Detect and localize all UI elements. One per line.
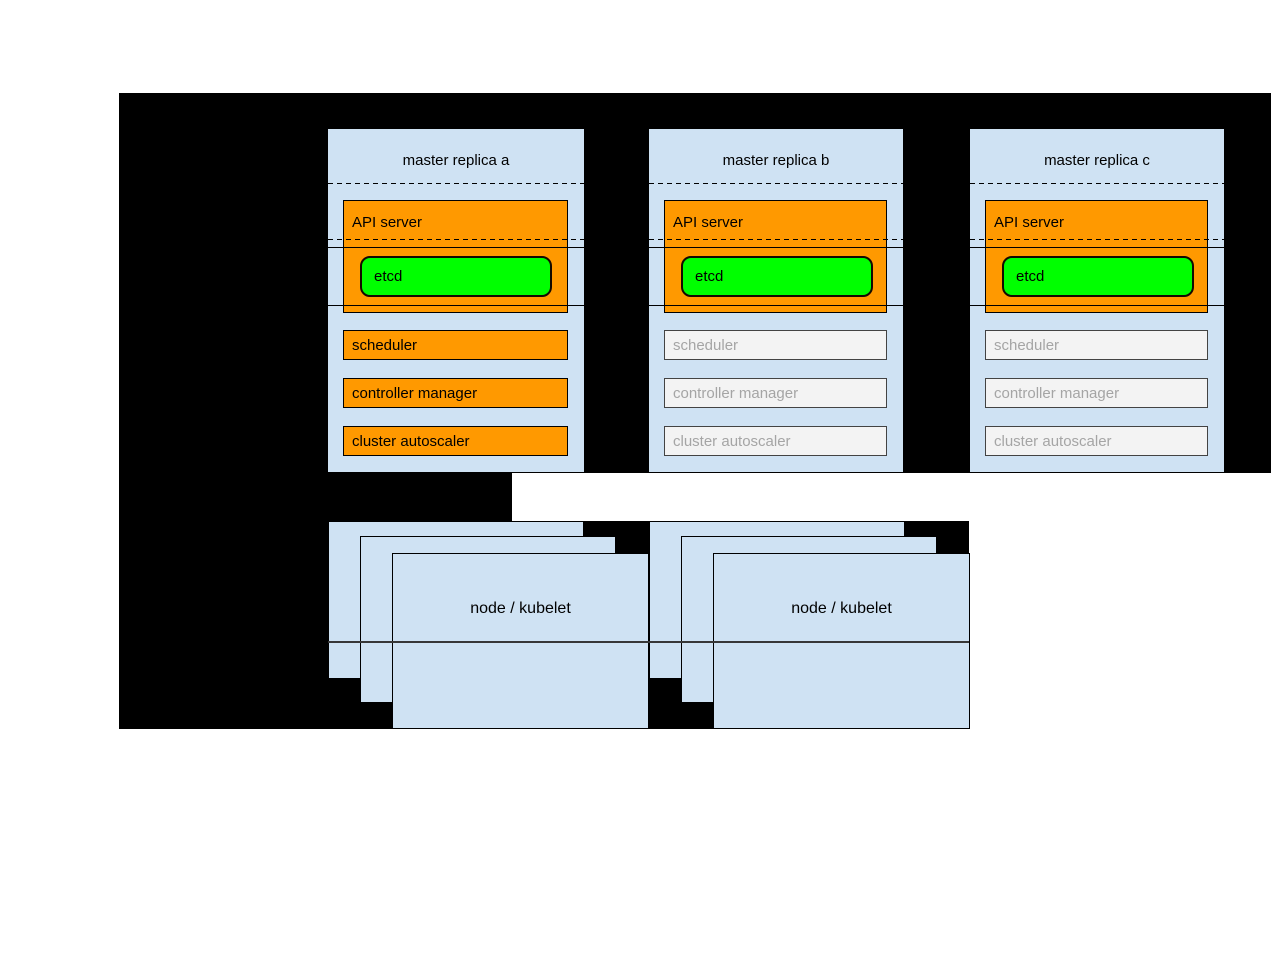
controller-manager-label: controller manager [994,384,1120,402]
controller-manager-box: controller manager [664,378,887,408]
separator-dashed-line [970,239,1224,240]
cluster-autoscaler-label: cluster autoscaler [994,432,1112,450]
scheduler-label: scheduler [673,336,739,354]
cluster-autoscaler-box: cluster autoscaler [985,426,1208,456]
node-stack-2: node / kubelet [649,521,971,730]
scheduler-label: scheduler [352,336,418,354]
master-replica-a-panel: master replica a API server etcd schedul… [328,129,584,472]
etcd-band-top-line [649,247,903,248]
node-label: node / kubelet [470,600,571,617]
etcd-label: etcd [1016,268,1045,285]
etcd-band-top-line [970,247,1224,248]
etcd-band-bottom-line [649,305,903,306]
etcd-box: etcd [1002,256,1194,297]
api-server-label: API server [994,214,1065,231]
controller-manager-label: controller manager [673,384,799,402]
master-title: master replica c [1044,152,1150,169]
node-divider-line [328,641,969,643]
master-replica-b-panel: master replica b API server etcd schedul… [649,129,903,472]
etcd-box: etcd [360,256,552,297]
separator-dashed-line [649,183,903,184]
node-stack-1: node / kubelet [328,521,650,730]
black-backdrop-left-column [119,473,512,521]
controller-manager-label: controller manager [352,384,478,402]
etcd-band-top-line [328,247,584,248]
scheduler-box: scheduler [664,330,887,360]
master-title: master replica a [402,152,510,169]
cluster-autoscaler-box: cluster autoscaler [664,426,887,456]
node-label: node / kubelet [791,600,892,617]
api-server-label: API server [352,214,423,231]
master-replica-c-panel: master replica c API server etcd schedul… [970,129,1224,472]
etcd-label: etcd [374,268,403,285]
etcd-label: etcd [695,268,724,285]
cluster-autoscaler-label: cluster autoscaler [673,432,791,450]
cluster-autoscaler-label: cluster autoscaler [352,432,470,450]
controller-manager-box: controller manager [343,378,568,408]
separator-dashed-line [328,239,584,240]
etcd-box: etcd [681,256,873,297]
separator-dashed-line [328,183,584,184]
controller-manager-box: controller manager [985,378,1208,408]
api-server-box: API server etcd [985,200,1208,313]
separator-dashed-line [649,239,903,240]
cluster-autoscaler-box: cluster autoscaler [343,426,568,456]
separator-dashed-line [970,183,1224,184]
api-server-box: API server etcd [343,200,568,313]
api-server-label: API server [673,214,744,231]
scheduler-box: scheduler [985,330,1208,360]
etcd-band-bottom-line [328,305,584,306]
api-server-box: API server etcd [664,200,887,313]
master-title: master replica b [722,152,830,169]
scheduler-label: scheduler [994,336,1060,354]
scheduler-box: scheduler [343,330,568,360]
etcd-band-bottom-line [970,305,1224,306]
